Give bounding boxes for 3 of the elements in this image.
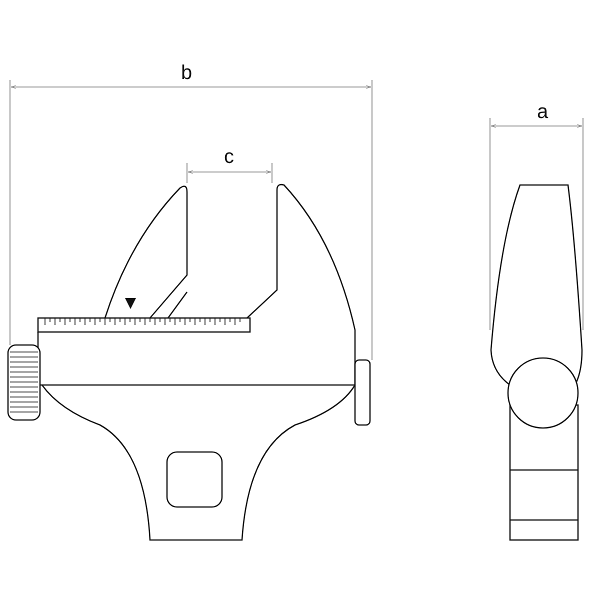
dimension-label: c <box>224 147 234 167</box>
dimension-label: a <box>537 102 548 122</box>
dimension-label: b <box>181 63 192 83</box>
